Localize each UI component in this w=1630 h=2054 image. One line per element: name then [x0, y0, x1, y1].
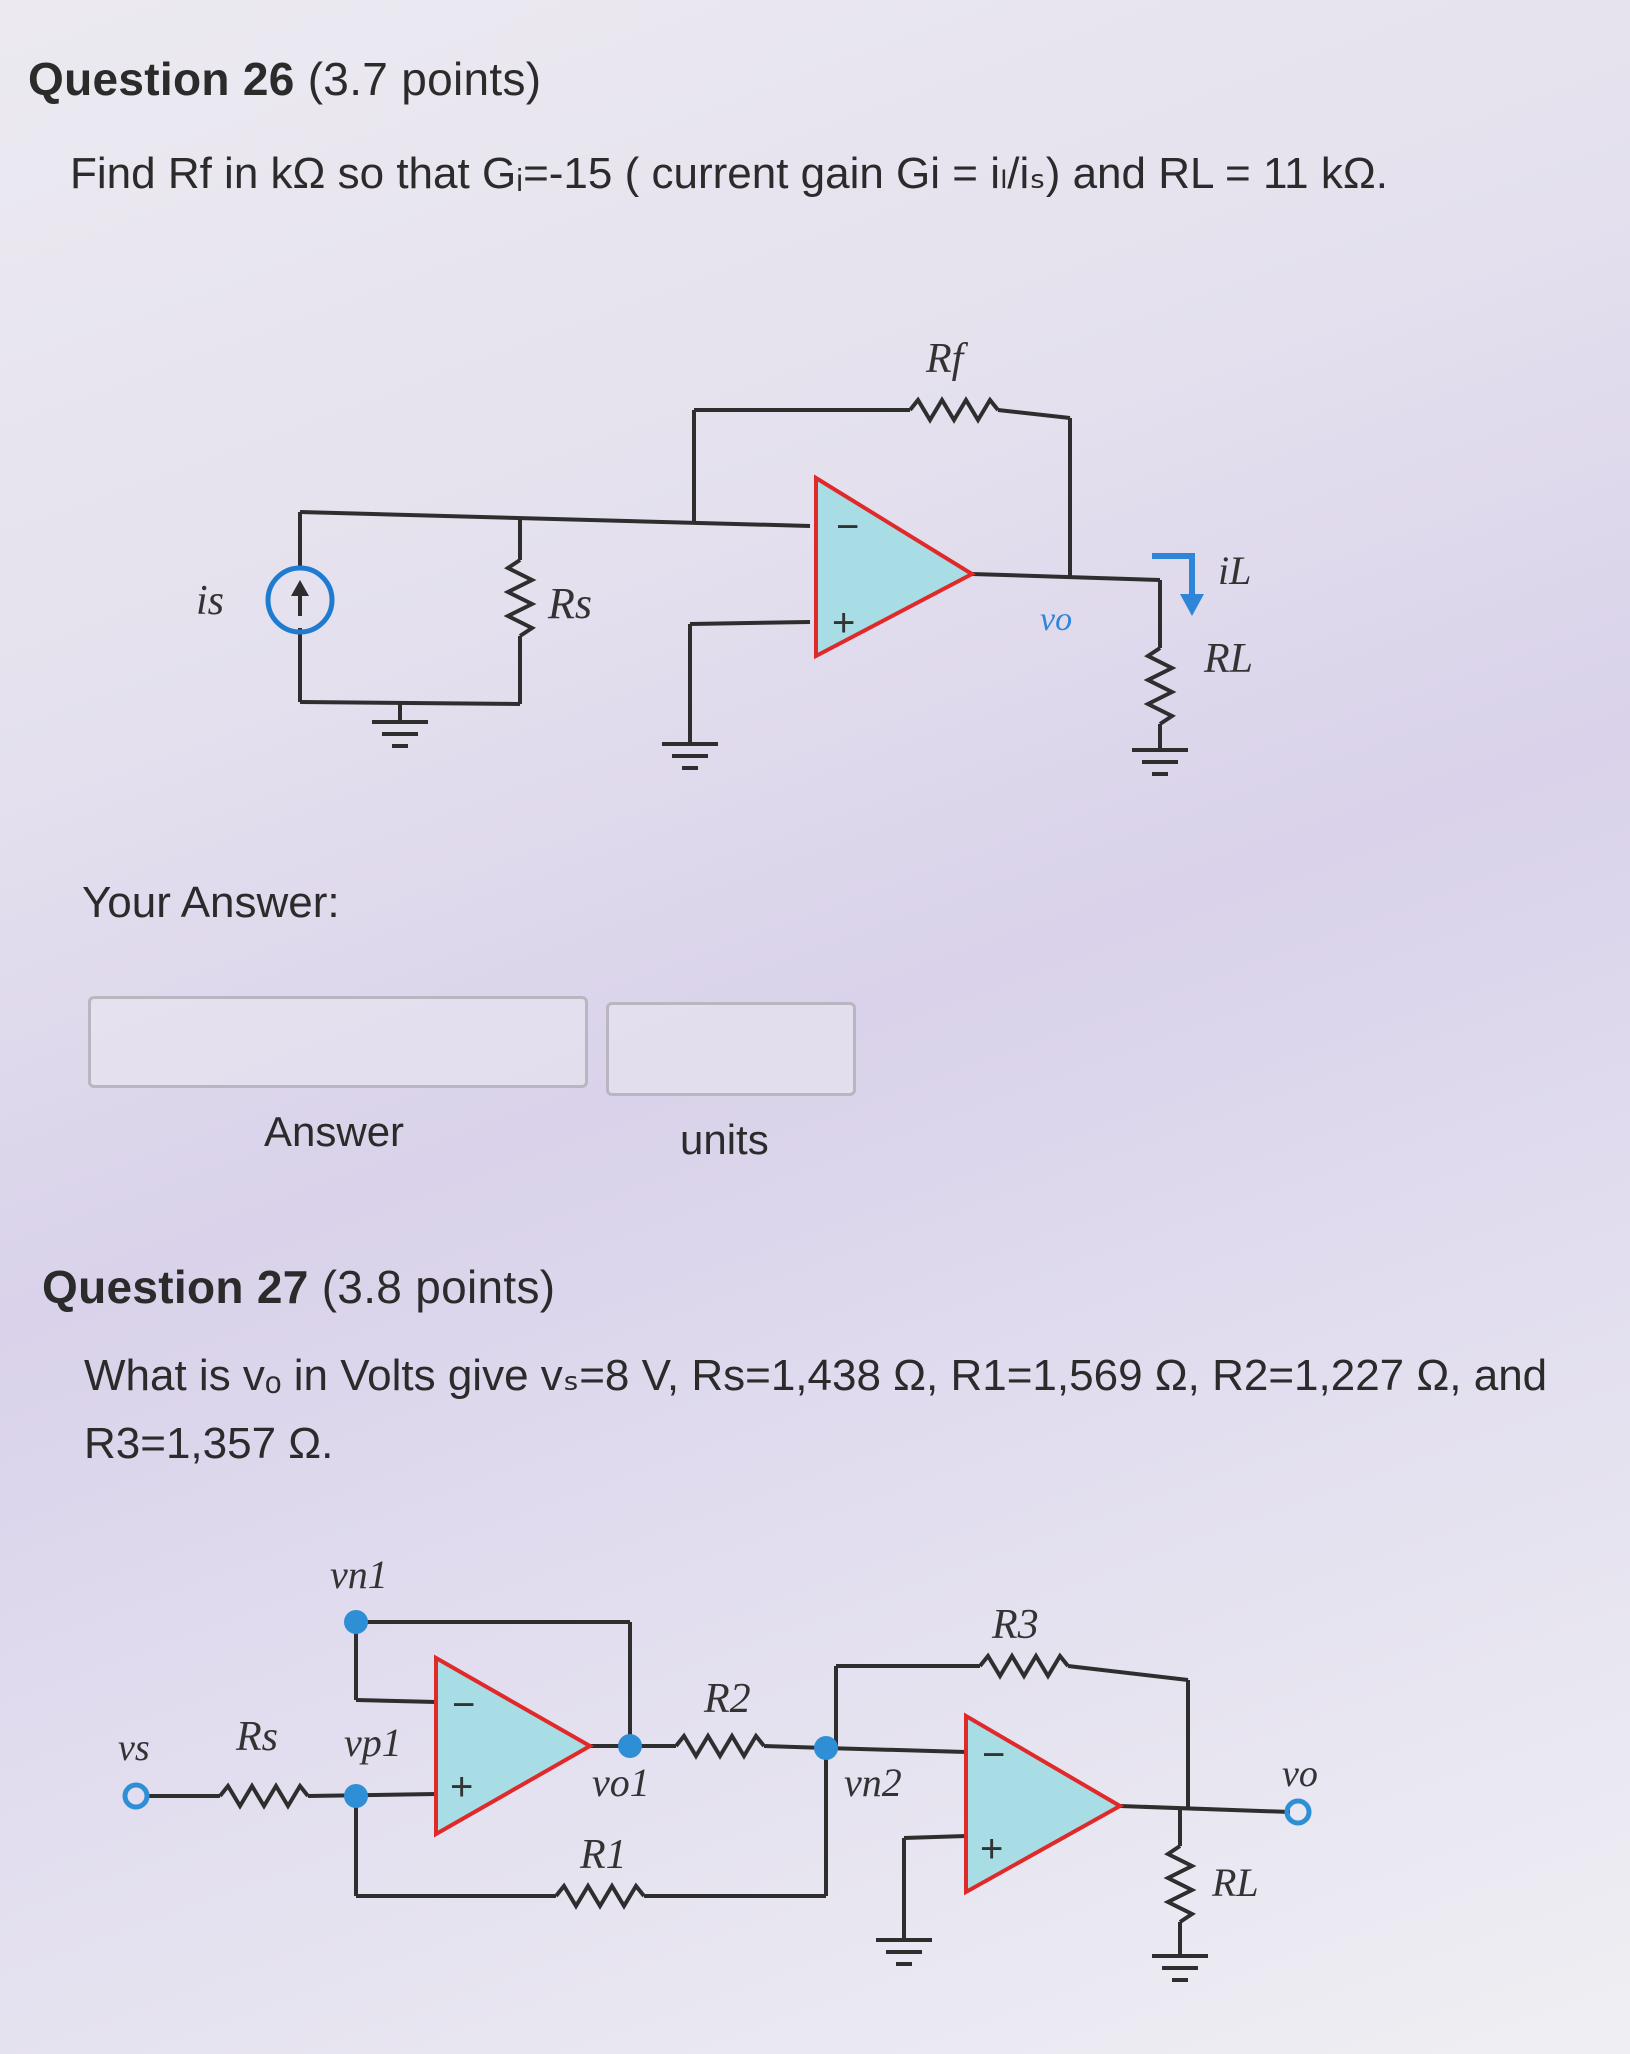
q26-label-rs: Rs	[547, 579, 592, 628]
q26-opamp-minus: −	[836, 505, 859, 549]
q27-label-r1: R1	[579, 1832, 627, 1878]
q26-wire-top	[299, 510, 811, 528]
q27-opamp-1	[434, 1654, 595, 1838]
q27-opamp2-minus: −	[982, 1733, 1005, 1777]
q27-label-vn2: vn2	[844, 1760, 902, 1805]
q26-label-vo: vo	[1040, 601, 1072, 638]
question-27-title: Question 27	[42, 1261, 309, 1313]
question-26-title: Question 26	[28, 53, 295, 105]
q27-opamp-2	[964, 1712, 1125, 1896]
question-26-header: Question 26 (3.7 points)	[28, 52, 541, 106]
q27-label-vo: vo	[1282, 1753, 1318, 1795]
q27-wire-out	[1119, 1804, 1291, 1814]
q27-node-vp1	[344, 1784, 368, 1808]
q27-label-vo1: vo1	[592, 1760, 650, 1805]
q27-node-vo1	[618, 1734, 642, 1758]
question-27-header: Question 27 (3.8 points)	[42, 1260, 555, 1314]
q27-opamp2-plus: +	[980, 1827, 1003, 1871]
q27-wire-vn2-in	[825, 1746, 967, 1754]
q26-wire-fb-right	[997, 408, 1071, 420]
q26-current-source	[265, 565, 335, 635]
q27-node-vn2	[814, 1736, 838, 1760]
your-answer-label: Your Answer:	[82, 878, 340, 927]
q27-terminal-vs	[122, 1782, 150, 1810]
q26-resistor-rl	[1143, 646, 1177, 726]
q27-opamp1-plus: +	[450, 1765, 473, 1809]
q26-resistor-rs	[503, 558, 537, 638]
q26-source-arrow-icon	[291, 580, 309, 596]
q26-resistor-rf	[908, 396, 1000, 424]
q27-resistor-rs	[218, 1782, 310, 1810]
q26-label-is: is	[196, 578, 224, 624]
q26-wire-out	[971, 572, 1161, 582]
question-27-text: What is vₒ in Volts give vₛ=8 V, Rs=1,43…	[84, 1351, 1548, 1468]
q27-label-vs: vs	[118, 1727, 150, 1769]
q26-label-rf: Rf	[925, 336, 969, 382]
q27-label-rs: Rs	[235, 1714, 278, 1760]
q27-opamp1-minus: −	[452, 1683, 475, 1727]
q26-il-arrow-shaft	[1152, 553, 1195, 600]
q27-resistor-rl	[1163, 1844, 1197, 1924]
q27-label-r3: R3	[991, 1602, 1039, 1648]
q27-node-vn1	[344, 1610, 368, 1634]
q27-terminal-vo	[1284, 1798, 1312, 1826]
q27-label-vn1: vn1	[330, 1552, 388, 1597]
q26-wire-bottom	[299, 700, 521, 706]
q27-resistor-r1	[554, 1882, 646, 1910]
q26-opamp	[814, 474, 977, 660]
q26-il-arrow-icon	[1180, 594, 1204, 616]
question-26-text: Find Rf in kΩ so that Gᵢ=-15 ( current g…	[70, 149, 1388, 198]
q27-wire-vp1	[307, 1792, 437, 1798]
question-27-points: (3.8 points)	[321, 1261, 556, 1313]
answer-caption: Answer	[264, 1108, 405, 1155]
q27-resistor-r2	[674, 1732, 766, 1760]
q27-wire-vn1-in	[355, 1698, 437, 1704]
q26-label-rl: RL	[1203, 636, 1253, 682]
q27-wire-plus2	[903, 1834, 967, 1840]
q27-resistor-r3	[978, 1652, 1070, 1680]
answer-input[interactable]	[88, 996, 588, 1088]
q27-circuit	[146, 1620, 1291, 1982]
question-26-points: (3.7 points)	[307, 53, 542, 105]
q27-wire-fb2-right	[1067, 1664, 1189, 1682]
q26-label-il: iL	[1218, 548, 1251, 593]
q27-label-r2: R2	[703, 1676, 751, 1722]
q27-label-vp1: vp1	[344, 1720, 402, 1765]
q26-circuit	[298, 396, 1188, 776]
q26-opamp-plus: +	[832, 601, 855, 645]
q27-label-rl: RL	[1211, 1860, 1259, 1905]
q26-wire-plus	[689, 620, 811, 626]
units-input[interactable]	[606, 1002, 856, 1096]
units-caption: units	[680, 1116, 769, 1163]
